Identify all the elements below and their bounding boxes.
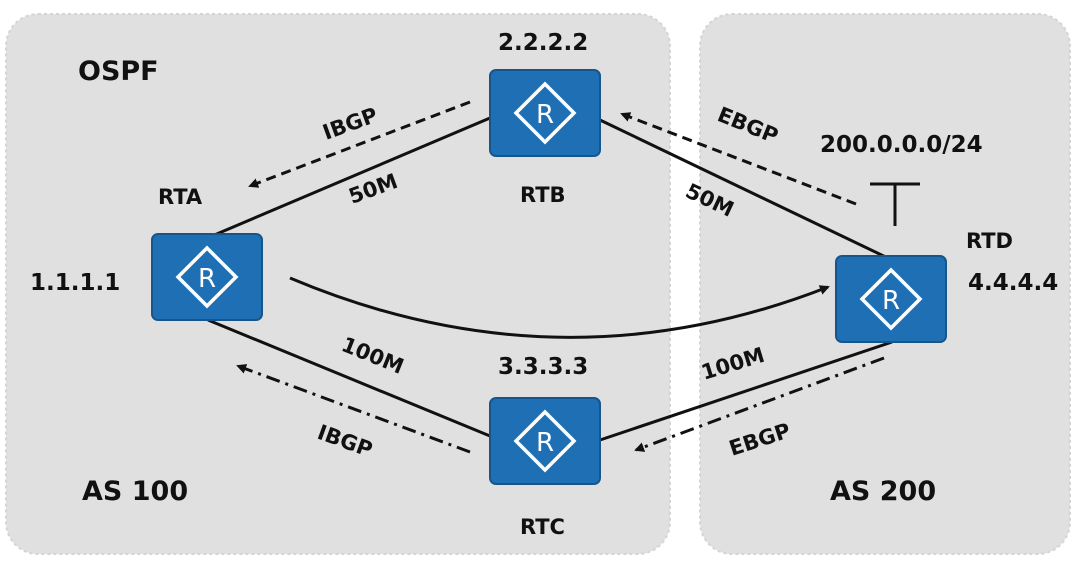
router-id-rta: 1.1.1.1 [30, 270, 120, 296]
router-id-rtb: 2.2.2.2 [498, 30, 588, 56]
as100-label: AS 100 [82, 476, 188, 507]
router-name-rtb: RTB [520, 183, 566, 207]
link-rtb-rtd [599, 118, 893, 262]
router-icon-glyph: R [536, 428, 554, 458]
as200-label: AS 200 [830, 476, 936, 507]
router-rtb[interactable]: R [488, 68, 602, 158]
router-icon-glyph: R [882, 286, 900, 316]
prefix-marker-icon [870, 182, 920, 226]
router-name-rtc: RTC [520, 515, 565, 539]
router-id-rtc: 3.3.3.3 [498, 354, 588, 380]
traffic-path-arrow [289, 276, 830, 339]
router-name-rta: RTA [158, 185, 203, 209]
prefix-label: 200.0.0.0/24 [820, 132, 983, 158]
igp-label: OSPF [78, 56, 159, 87]
ibgp-arrow-rtb-to-rta [248, 100, 471, 188]
ebgp-arrow-rtd-to-rtb [620, 112, 857, 206]
router-icon-glyph: R [536, 100, 554, 130]
router-rtd[interactable]: R [834, 254, 948, 344]
router-rtc[interactable]: R [488, 396, 602, 486]
link-rta-rtc [207, 318, 491, 438]
ibgp-arrow-rtc-to-rta [236, 364, 471, 454]
link-rtc-rtd [599, 340, 893, 442]
router-icon-glyph: R [198, 264, 216, 294]
router-id-rtd: 4.4.4.4 [968, 270, 1058, 296]
router-rta[interactable]: R [150, 232, 264, 322]
link-rta-rtb [211, 116, 491, 238]
router-name-rtd: RTD [966, 229, 1013, 253]
